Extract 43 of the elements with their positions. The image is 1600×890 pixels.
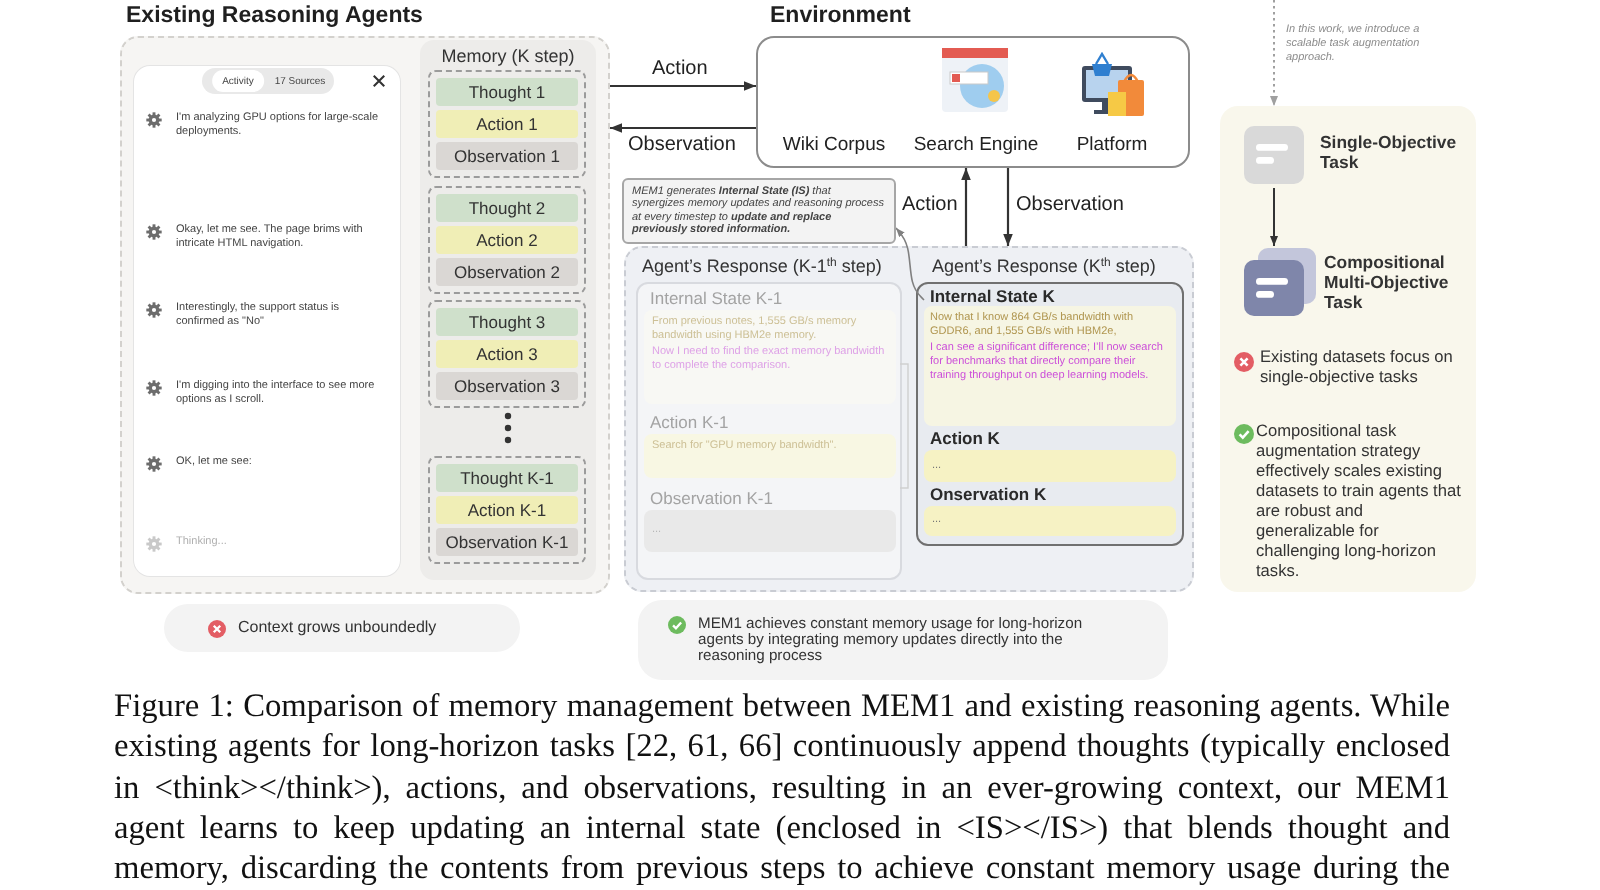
arrow bbox=[610, 81, 756, 91]
observation-entry: Observation 1 bbox=[436, 142, 578, 170]
section-label: Action K bbox=[930, 428, 1000, 448]
bullet-text: Compositional task augmentation strategy effectively scales existing datasets to train agents that are robust and generalizable for challenging long-horizon tasks. bbox=[1256, 420, 1463, 580]
thought-entry: Thought K-1 bbox=[436, 464, 578, 492]
action-entry: Action 3 bbox=[436, 340, 578, 368]
section-label: Internal State K-1 bbox=[650, 287, 783, 307]
section-label: Observation K-1 bbox=[650, 487, 773, 507]
figure-caption: Figure 1: Comparison of memory management between MEM1 and existing reasoning agents. While existing agents for long-horizon tasks [22, 61, 66] continuously append thoughts (typically enclosed in <think></think>), actions, and observations, resulting in an ever-growing context, our MEM1 agent learns to keep updating an internal state (enclosed in <IS></IS>) that blends thought and memory, discarding the contents from previous steps to achieve constant memory usage during the bbox=[114, 686, 1450, 889]
edge-label: Action bbox=[652, 58, 708, 80]
edge-label: Observation bbox=[628, 134, 736, 156]
arrow bbox=[1003, 168, 1013, 246]
action-entry: Action 2 bbox=[436, 226, 578, 254]
summary-text: Context grows unboundedly bbox=[238, 618, 437, 636]
task-title: Single-Objective Task bbox=[1320, 132, 1458, 172]
arrow bbox=[961, 168, 971, 246]
observation-entry: Observation 3 bbox=[436, 372, 578, 400]
action-entry: Action 1 bbox=[436, 110, 578, 138]
arrow bbox=[610, 123, 756, 133]
section-title: Environment bbox=[770, 4, 911, 30]
dotted-arrow bbox=[1270, 0, 1278, 107]
observation-entry: Observation K-1 bbox=[436, 528, 578, 556]
bullet-text: Existing datasets focus on single-objective tasks bbox=[1260, 346, 1454, 386]
thought-entry: Thought 1 bbox=[436, 78, 578, 106]
arrow bbox=[1270, 187, 1278, 247]
source-label: Platform bbox=[1076, 134, 1148, 156]
thought-entry: Thought 3 bbox=[436, 308, 578, 336]
section-label: Internal State K bbox=[930, 286, 1055, 306]
curved-arrow bbox=[895, 227, 925, 301]
action-entry: Action K-1 bbox=[436, 496, 578, 524]
panel-title: Existing Reasoning Agents bbox=[126, 4, 423, 30]
section-label: Action K-1 bbox=[650, 411, 729, 431]
edge-label: Observation bbox=[1016, 194, 1124, 216]
source-label: Search Engine bbox=[913, 134, 1039, 156]
thought-entry: Thought 2 bbox=[436, 194, 578, 222]
observation-entry: Observation 2 bbox=[436, 258, 578, 286]
section-label: Onservation K bbox=[930, 484, 1047, 504]
task-title: Compositional Multi-Objective Task bbox=[1324, 252, 1450, 312]
source-label: Wiki Corpus bbox=[782, 134, 886, 156]
panel-title: Agent’s Response (K$^{th}$ step) bbox=[932, 255, 1156, 277]
panel-title: Memory (K step) bbox=[441, 46, 575, 68]
panel-title: Agent’s Response (K-1$^{th}$ step) bbox=[642, 255, 882, 277]
edge-label: Action bbox=[902, 194, 958, 216]
